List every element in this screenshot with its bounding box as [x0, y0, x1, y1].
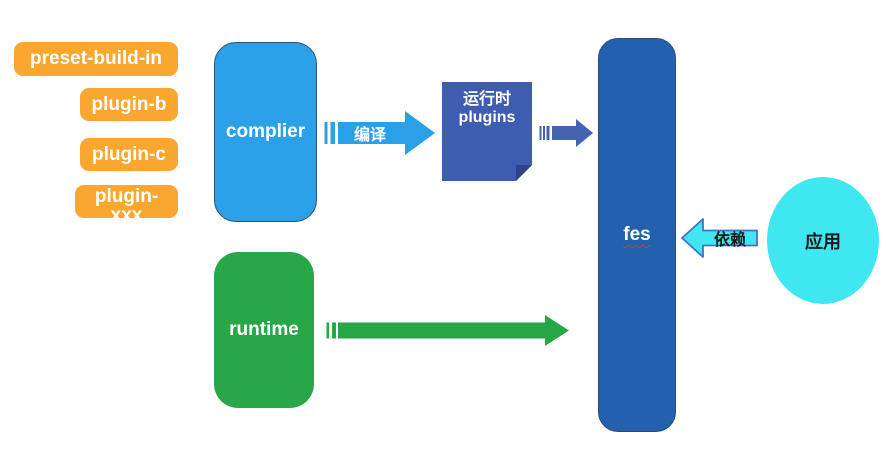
- tag-plugin-xxx-label: plugin-xxx: [94, 186, 159, 226]
- tag-plugin-b: plugin-b: [80, 88, 178, 121]
- fes-label: fes: [623, 224, 651, 245]
- complier-label: complier: [225, 121, 306, 142]
- tag-plugin-xxx: plugin-xxx: [75, 185, 178, 225]
- runtime-plugins-note: [442, 82, 532, 181]
- tag-plugin-b-label: plugin-b: [91, 93, 167, 115]
- fes-box: fes: [598, 38, 676, 432]
- complier-box: complier: [214, 42, 317, 222]
- tag-preset-build-in-label: preset-build-in: [30, 48, 162, 69]
- tag-plugin-c: plugin-c: [80, 138, 178, 171]
- runtime-to-fes-arrow: [326, 315, 569, 346]
- plugins-to-fes-arrow: [539, 119, 593, 147]
- tag-preset-build-in: preset-build-in: [14, 42, 178, 76]
- runtime-box: runtime: [214, 252, 314, 408]
- folded-corner: [516, 165, 532, 181]
- app-label: 应用: [805, 231, 841, 252]
- depend-arrow: [681, 218, 758, 258]
- compile-arrow: [324, 111, 435, 155]
- runtime-label: runtime: [229, 319, 299, 340]
- tag-plugin-c-label: plugin-c: [92, 143, 166, 165]
- app-ellipse: 应用: [767, 177, 879, 304]
